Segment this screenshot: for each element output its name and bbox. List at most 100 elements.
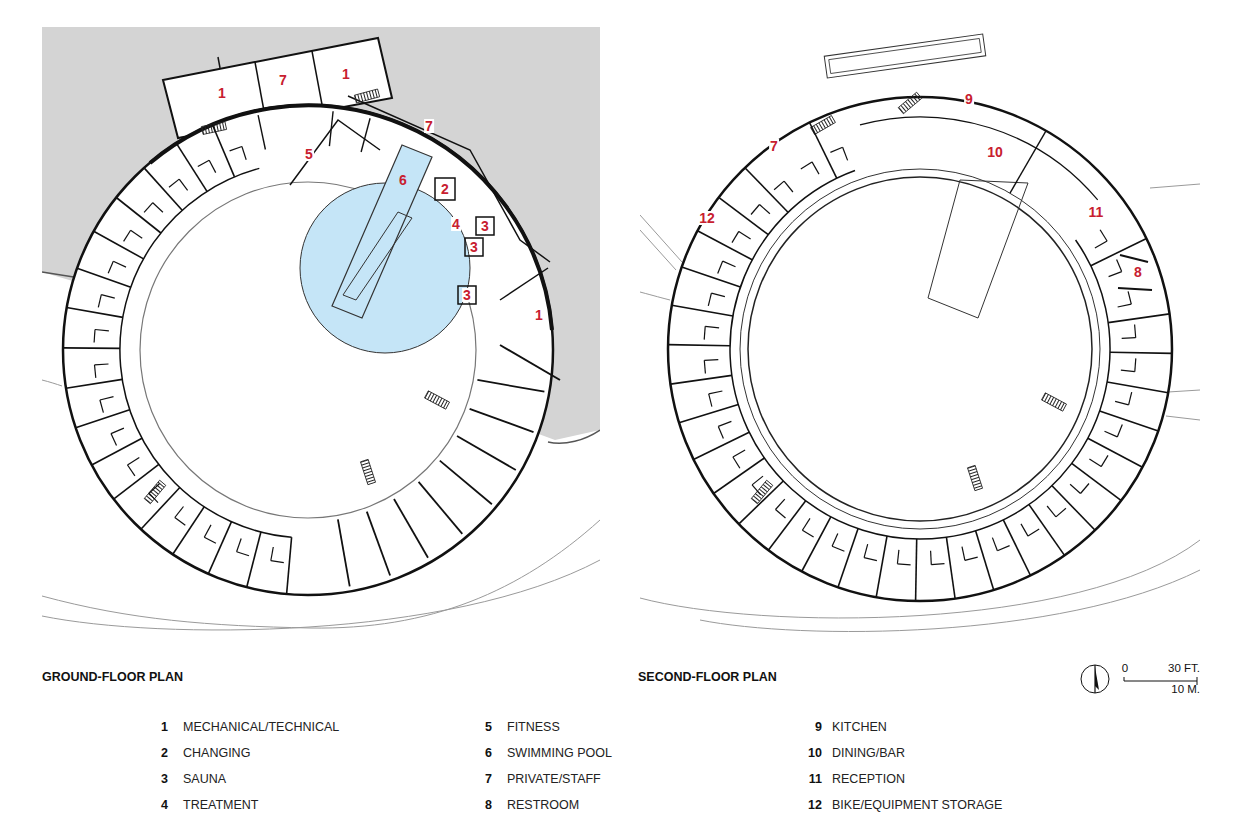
wall-line — [751, 205, 760, 215]
wall-line — [179, 179, 187, 190]
legend-number: 9 — [815, 721, 822, 734]
wall-line — [329, 111, 333, 146]
wall-line — [1117, 425, 1122, 437]
wall-arc — [860, 117, 1098, 200]
wall-line — [128, 465, 135, 476]
wall-line — [718, 426, 723, 438]
wall-line — [1109, 272, 1122, 277]
wall-line — [709, 394, 712, 407]
wall-line — [711, 293, 725, 297]
outer-ring-wall — [63, 105, 553, 595]
callout-number: 1 — [534, 308, 544, 322]
wall-line — [116, 198, 161, 234]
wall-line — [1118, 288, 1152, 290]
callout-number: 2 — [440, 182, 450, 196]
contour-line — [1166, 416, 1200, 420]
wall-line — [500, 345, 560, 380]
legend-text: RESTROOM — [507, 799, 579, 812]
wall-arc — [120, 168, 292, 537]
wall-line — [149, 484, 159, 493]
legend-text: KITCHEN — [832, 721, 887, 734]
pool-outline-below — [928, 180, 1028, 318]
wall-line — [230, 147, 242, 151]
wall-line — [962, 547, 965, 561]
wall-line — [671, 375, 732, 384]
wall-line — [838, 529, 858, 588]
legend-text: BIKE/EQUIPMENT STORAGE — [832, 799, 1002, 812]
legend-number: 7 — [485, 773, 492, 786]
wall-line — [500, 268, 548, 300]
wall-line — [100, 400, 104, 413]
wall-line — [830, 147, 842, 152]
wall-line — [864, 558, 877, 561]
wall-line — [1110, 352, 1172, 353]
scale-bar — [1124, 677, 1125, 681]
legend-number: 10 — [808, 747, 822, 760]
callout-number: 12 — [698, 211, 716, 225]
wall-line — [209, 160, 216, 172]
wall-line — [176, 143, 207, 191]
wall-line — [752, 476, 763, 485]
wall-line — [1070, 484, 1080, 493]
wall-line — [204, 537, 216, 543]
callout-number: 7 — [424, 119, 434, 133]
contour-line — [1168, 390, 1200, 392]
wall-line — [1101, 455, 1108, 466]
wall-line — [95, 330, 109, 331]
wall-line — [1028, 529, 1039, 536]
wall-line — [1128, 291, 1131, 304]
legend-number: 1 — [161, 721, 168, 734]
wall-line — [739, 481, 784, 524]
wall-line — [760, 205, 770, 214]
callout-number: 3 — [462, 288, 472, 302]
wall-line — [242, 147, 246, 160]
wall-line — [946, 537, 955, 598]
wall-line — [113, 261, 126, 267]
wall-line — [66, 379, 122, 388]
callout-number: 9 — [964, 92, 974, 106]
wall-line — [1052, 486, 1095, 531]
wall-line — [173, 507, 204, 555]
wall-line — [774, 181, 784, 190]
wall-line — [776, 510, 786, 519]
wall-line — [672, 305, 733, 316]
legend-number: 11 — [809, 773, 822, 786]
wall-line — [287, 537, 292, 594]
wall-line — [361, 118, 370, 152]
wall-line — [876, 536, 887, 597]
wall-line — [718, 261, 723, 273]
wall-line — [208, 522, 231, 574]
courtyard-circle — [140, 182, 476, 518]
wall-line — [810, 123, 837, 179]
wall-line — [95, 365, 96, 378]
legend-number: 5 — [485, 721, 492, 734]
wall-line — [1129, 392, 1132, 405]
outer-ring-wall — [668, 97, 1172, 601]
wall-line — [98, 295, 101, 308]
changing-room — [435, 178, 455, 200]
legend-text: CHANGING — [183, 747, 250, 760]
callout-number: 7 — [769, 139, 779, 153]
wall-line — [348, 96, 550, 262]
ground-floor-plan — [42, 27, 600, 638]
legend-text: RECEPTION — [832, 773, 905, 786]
wall-line — [1010, 131, 1046, 193]
wall-line — [1117, 259, 1122, 271]
north-arrow — [1095, 667, 1099, 690]
wall-line — [745, 168, 788, 213]
wall-line — [77, 268, 131, 287]
ring-inner-wall — [740, 169, 1100, 529]
wall-line — [976, 531, 994, 590]
sauna-room — [476, 217, 494, 235]
wall-line — [93, 330, 95, 343]
wall-line — [128, 458, 140, 466]
contour-line — [640, 230, 676, 270]
sauna-room — [458, 286, 476, 304]
wall-line — [714, 458, 765, 494]
wall-line — [698, 231, 753, 260]
wall-line — [704, 360, 705, 373]
legend-number: 4 — [161, 799, 168, 812]
wall-line — [1047, 506, 1056, 517]
second-floor-plan — [640, 34, 1200, 632]
wall-line — [144, 203, 153, 213]
